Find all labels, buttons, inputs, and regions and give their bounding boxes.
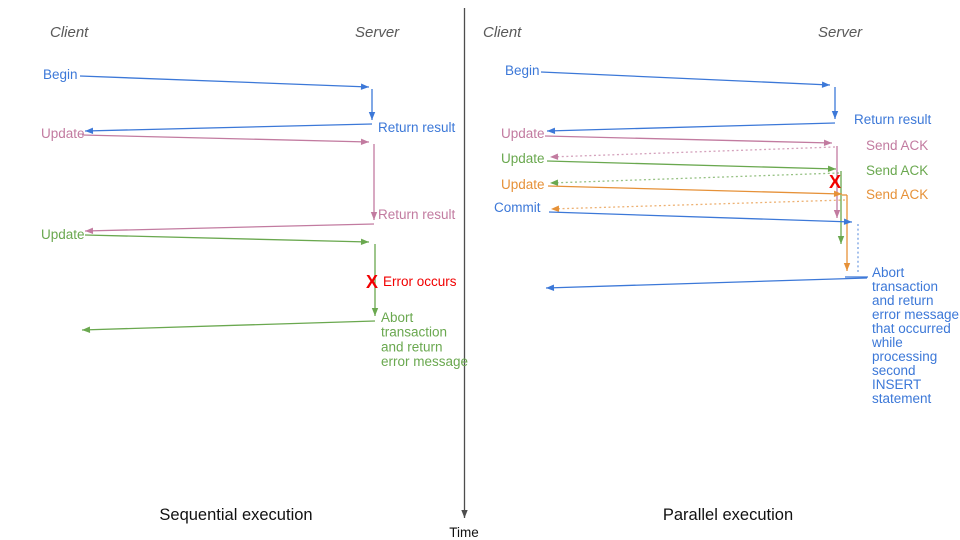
left-update-2-request-line-head — [360, 238, 369, 246]
right-begin-request-line — [540, 71, 831, 88]
right-update-2-processing-line-head — [837, 236, 845, 244]
panel-left-abort-note-line-0: Abort — [381, 310, 414, 325]
right-update-1-request-line-head — [823, 139, 832, 147]
panel-right-send-ack-2: Send ACK — [866, 163, 928, 178]
panel-right-abort-note-line-7: second — [872, 363, 916, 378]
panel-left-update-1-label: Update — [41, 126, 85, 141]
time-axis-line — [461, 8, 468, 518]
panel-right-abort-note-line-2: and return — [872, 293, 934, 308]
right-send-ack-3-line — [550, 199, 846, 212]
panel-right-abort-note-line-0: Abort — [872, 265, 905, 280]
left-update-2-processing-line-head — [371, 308, 379, 316]
right-update-3-processing-line — [843, 195, 851, 271]
panel-right-error-x: X — [829, 172, 841, 192]
left-update-2-request-line — [84, 234, 370, 246]
right-update-1-processing-line-head — [833, 210, 841, 218]
panel-right-commit-label: Commit — [494, 200, 541, 215]
left-begin-processing-line-head — [368, 112, 376, 120]
panel-left-return-result-2: Return result — [378, 207, 456, 222]
panel-left-error-x: X — [366, 272, 378, 292]
right-update-3-request-line-head — [833, 190, 842, 197]
panel-left-abort-note-line-1: transaction — [381, 325, 447, 340]
panel-right-update-2-label: Update — [501, 151, 545, 166]
panel-left-return-result-1: Return result — [378, 120, 456, 135]
panel-right-client-header: Client — [483, 24, 522, 41]
time-axis-line-head — [461, 510, 468, 518]
panel-left-server-header: Server — [355, 24, 400, 41]
right-update-2-request-line — [546, 160, 837, 172]
time-axis-label: Time — [449, 525, 479, 540]
panel-right-abort-note-line-3: error message — [872, 307, 959, 322]
left-update-1-request-line — [81, 134, 370, 146]
left-begin-processing-line — [368, 89, 376, 120]
right-abort-return-line-head — [546, 284, 555, 291]
panel-right-begin-label: Begin — [505, 63, 540, 78]
panel-right-send-ack-3: Send ACK — [866, 187, 928, 202]
right-update-2-request-line-head — [827, 165, 836, 172]
right-update-1-request-line — [544, 135, 833, 147]
panel-left-update-2-label: Update — [41, 227, 85, 242]
panel-left-begin-label: Begin — [43, 67, 78, 82]
panel-left-abort-note-line-2: and return — [381, 339, 443, 354]
right-begin-processing-line-head — [831, 111, 839, 119]
right-send-ack-1-line — [549, 146, 836, 160]
panel-left-caption: Sequential execution — [159, 506, 312, 524]
right-begin-processing-line — [831, 87, 839, 119]
left-begin-request-line — [79, 75, 370, 90]
panel-right-abort-note-line-1: transaction — [872, 279, 938, 294]
panel-right-caption: Parallel execution — [663, 506, 793, 524]
right-update-2-processing-line — [837, 171, 845, 244]
left-abort-return-line — [81, 320, 376, 333]
left-update-1-request-line-head — [360, 138, 369, 146]
right-send-ack-3-line-head — [551, 205, 560, 212]
panel-right-return-result: Return result — [854, 112, 932, 127]
panel-left-client-header: Client — [50, 24, 89, 41]
panel-right-abort-note-line-6: processing — [872, 349, 937, 364]
left-update-1-processing-line — [370, 144, 378, 220]
left-update-1-processing-line-head — [370, 212, 378, 220]
panel-right-update-1-label: Update — [501, 126, 545, 141]
right-begin-request-line-head — [821, 81, 830, 88]
panel-right-abort-note-line-8: INSERT — [872, 377, 921, 392]
right-update-3-request-line — [547, 185, 843, 197]
panel-right-abort-note-line-5: while — [871, 335, 903, 350]
panel-right-server-header: Server — [818, 24, 863, 41]
panel-right-send-ack-1: Send ACK — [866, 138, 928, 153]
left-return-result-2-line — [84, 223, 375, 235]
left-begin-request-line-head — [360, 83, 369, 90]
panel-right-update-3-label: Update — [501, 177, 545, 192]
panel-right-abort-note-line-4: that occurred — [872, 321, 951, 336]
right-update-3-processing-line-head — [843, 263, 851, 271]
right-commit-request-line-head — [843, 218, 852, 225]
right-return-result-line-head — [547, 127, 556, 134]
right-abort-return-line — [545, 277, 868, 291]
right-commit-request-line — [548, 211, 853, 225]
left-return-result-1-line-head — [85, 127, 94, 135]
left-return-result-1-line — [84, 123, 373, 135]
right-send-ack-1-line-head — [550, 153, 559, 160]
panel-left-error-occurs-label: Error occurs — [383, 274, 457, 289]
right-send-ack-2-line-head — [550, 179, 559, 186]
right-return-result-line — [546, 122, 836, 134]
left-return-result-2-line-head — [85, 227, 94, 235]
right-send-ack-2-line — [549, 172, 840, 186]
panel-right-abort-note-line-9: statement — [872, 391, 932, 406]
right-update-1-processing-line — [833, 146, 841, 218]
left-abort-return-line-head — [82, 326, 91, 333]
left-update-2-processing-line — [371, 244, 379, 316]
panel-left-abort-note-line-3: error message — [381, 354, 468, 369]
